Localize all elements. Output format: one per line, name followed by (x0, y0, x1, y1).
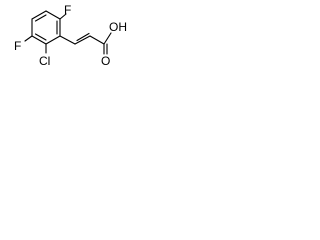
ring-bond-bottom-right (45, 35, 61, 45)
bond-to-fluorine-left (24, 35, 33, 42)
bond-vinyl-double (74, 35, 91, 45)
bond-to-fluorine-top (59, 13, 67, 20)
ring-bond-top-right (45, 10, 61, 20)
ring-bond-top-left (31, 10, 47, 20)
bond-carboxyl-to-hydroxyl (103, 32, 112, 45)
atom-label-chlorine: Cl (39, 54, 50, 68)
bond-to-carboxyl-carbon (89, 35, 105, 45)
ring-double-bond-lower-left (34, 33, 47, 41)
atom-label-fluorine-left: F (14, 39, 21, 53)
bond-vinyl-double-inner (76, 32, 90, 42)
chemical-structure: F F Cl OH O (14, 3, 127, 68)
ring-double-bond-upper-left (34, 14, 47, 22)
atom-label-carbonyl-oxygen: O (101, 54, 110, 68)
bond-ring-to-vinyl (59, 35, 76, 45)
atom-label-fluorine-top: F (64, 3, 71, 17)
benzene-ring (31, 10, 61, 45)
atom-label-hydroxyl: OH (109, 20, 127, 34)
ring-bond-bottom-left (31, 35, 47, 45)
